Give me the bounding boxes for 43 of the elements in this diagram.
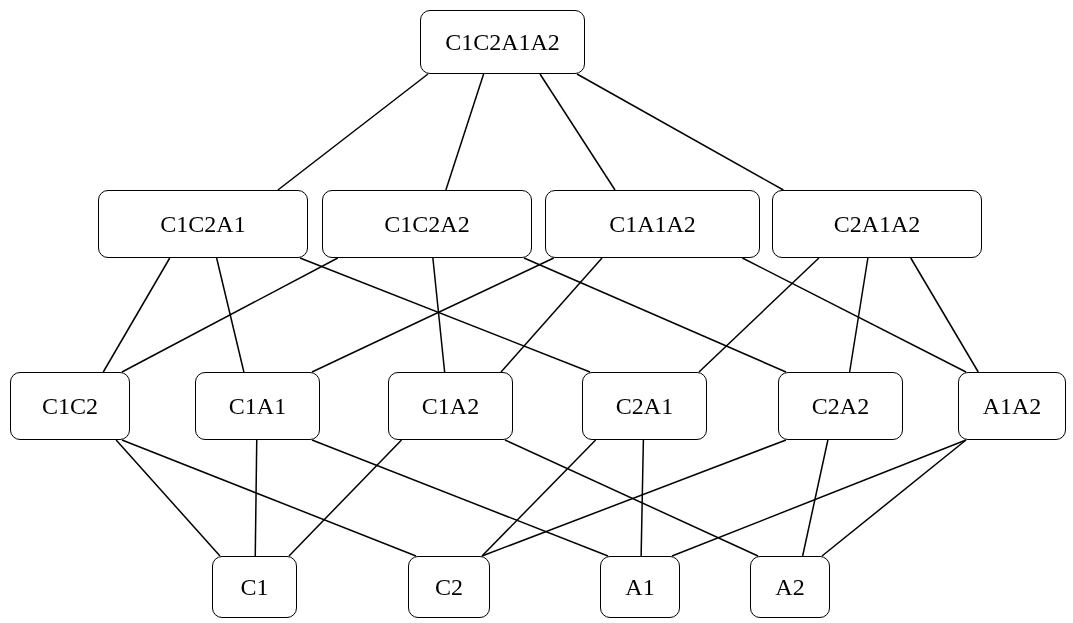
connector-line [121,439,417,557]
node-box: C2A1A2 [772,190,982,258]
connector-line [102,257,171,373]
connector-line [821,439,967,557]
connector-line [500,257,603,373]
connector-line [576,73,785,191]
connector-line [523,257,787,373]
node-box: C1A1A2 [545,190,760,258]
connector-line [640,439,645,557]
connector-line [445,73,485,191]
connector-line [848,257,869,373]
node-box: C1A2 [388,372,513,440]
connector-line [741,257,967,373]
connector-line [481,439,597,557]
node-box: C2A2 [778,372,903,440]
connector-line [311,439,609,557]
node-box: C1A1 [195,372,320,440]
node-box: C1C2A1A2 [420,10,585,74]
connector-line [801,439,829,557]
connector-line [481,439,787,557]
connector-line [910,257,979,373]
connector-line [288,439,403,557]
connector-line [277,73,429,191]
connector-line [215,257,245,373]
connector-line [671,439,967,557]
connector-line [121,257,339,373]
node-box: C2A1 [582,372,707,440]
node-box: C1C2A2 [322,190,532,258]
node-box: C1C2A1 [98,190,308,258]
connector-line [254,439,258,557]
node-box: A1A2 [958,372,1066,440]
connector-line [311,257,555,373]
connector-line [432,257,446,373]
node-box: A1 [600,556,680,618]
node-box: C2 [408,556,490,618]
connector-line [115,439,221,557]
node-box: C1 [212,556,297,618]
node-box: C1C2 [10,372,130,440]
connector-line [299,257,591,373]
connector-line [504,439,759,557]
connector-line [539,73,616,191]
connector-line [698,257,820,373]
node-box: A2 [750,556,830,618]
